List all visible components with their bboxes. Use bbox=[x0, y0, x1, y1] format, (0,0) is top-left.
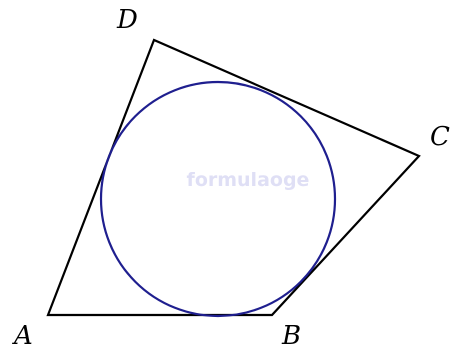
watermark-text: formulaoge bbox=[187, 169, 310, 191]
inscribed-circle bbox=[99, 80, 337, 318]
vertex-label-c: C bbox=[430, 122, 450, 152]
vertex-label-d: D bbox=[116, 5, 138, 35]
vertex-label-b: B bbox=[281, 321, 301, 351]
vertex-label-a: A bbox=[12, 321, 33, 351]
